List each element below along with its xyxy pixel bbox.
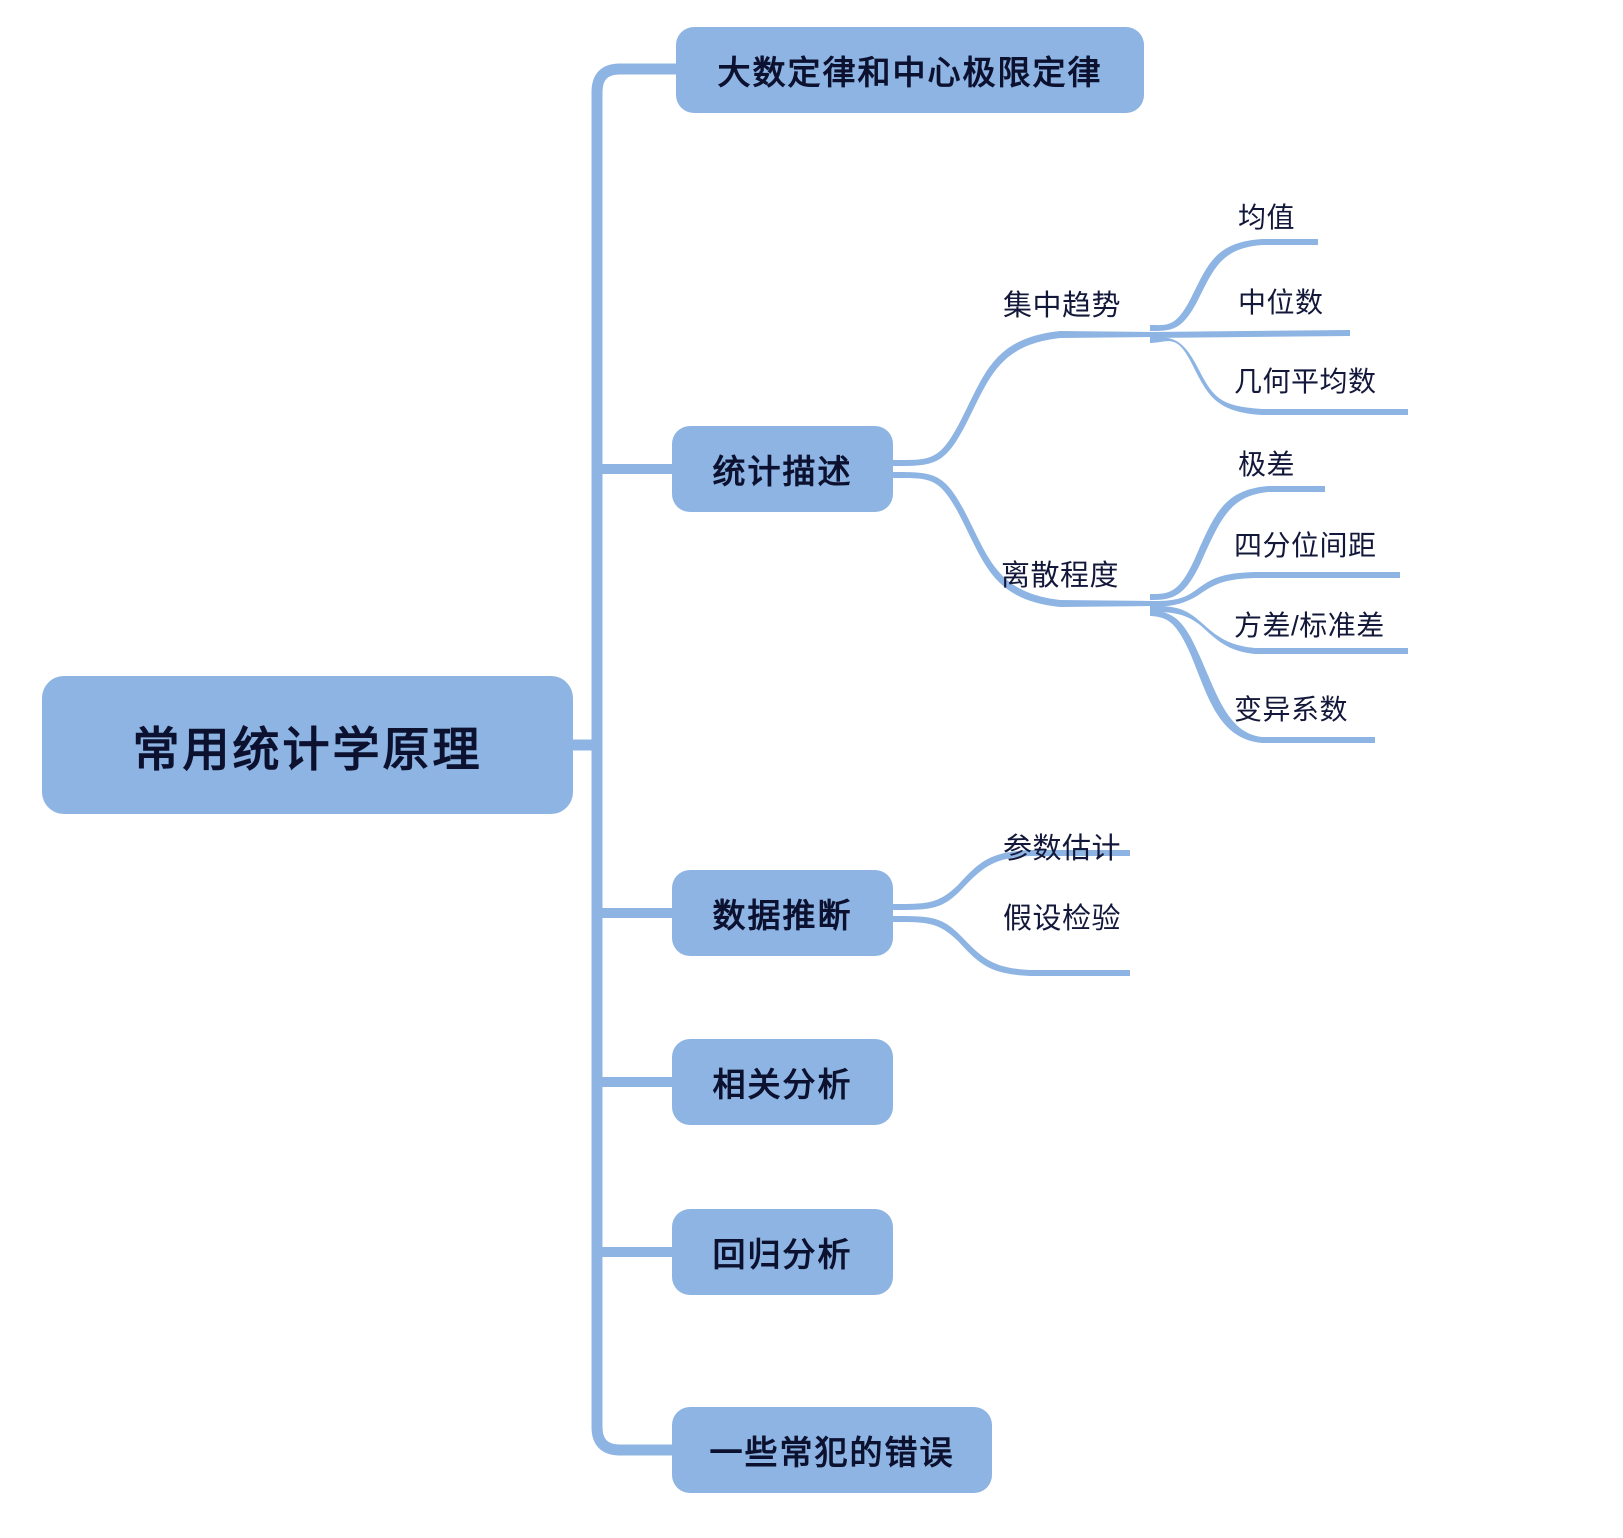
connector-jizhongqushi-zhongweishu [1150, 330, 1350, 338]
leaf-label-central-tendency[interactable]: 集中趋势 [1003, 290, 1122, 322]
leaf-label-range[interactable]: 极差 [1238, 449, 1296, 480]
leaf-label-dispersion[interactable]: 离散程度 [1001, 560, 1120, 592]
branch-node-correlation-analysis[interactable]: 相关分析 [672, 1039, 893, 1125]
branch-node-regression-analysis[interactable]: 回归分析 [672, 1209, 893, 1295]
leaf-label-hypothesis-testing[interactable]: 假设检验 [1003, 903, 1122, 935]
branch-node-law-of-large-numbers[interactable]: 大数定律和中心极限定律 [676, 27, 1144, 113]
branch-node-data-inference[interactable]: 数据推断 [672, 870, 893, 956]
connector-tongjimiaoshu-jizhongqushi [893, 331, 1150, 466]
root-node[interactable]: 常用统计学原理 [42, 676, 573, 814]
leaf-label-coefficient-of-variation[interactable]: 变异系数 [1234, 694, 1349, 725]
connector-lisanchengdu-sifenweijianju [1150, 572, 1400, 607]
leaf-label-median[interactable]: 中位数 [1238, 287, 1324, 318]
leaf-label-parameter-estimation[interactable]: 参数估计 [1003, 833, 1122, 865]
leaf-label-iqr[interactable]: 四分位间距 [1234, 530, 1377, 561]
branch-node-statistical-description[interactable]: 统计描述 [672, 426, 893, 512]
leaf-label-variance-stddev[interactable]: 方差/标准差 [1234, 610, 1385, 641]
connector-spine [591, 63, 676, 1456]
leaf-label-geometric-mean[interactable]: 几何平均数 [1234, 366, 1377, 397]
leaf-label-mean[interactable]: 均值 [1238, 202, 1296, 233]
branch-node-common-mistakes[interactable]: 一些常犯的错误 [672, 1407, 992, 1493]
